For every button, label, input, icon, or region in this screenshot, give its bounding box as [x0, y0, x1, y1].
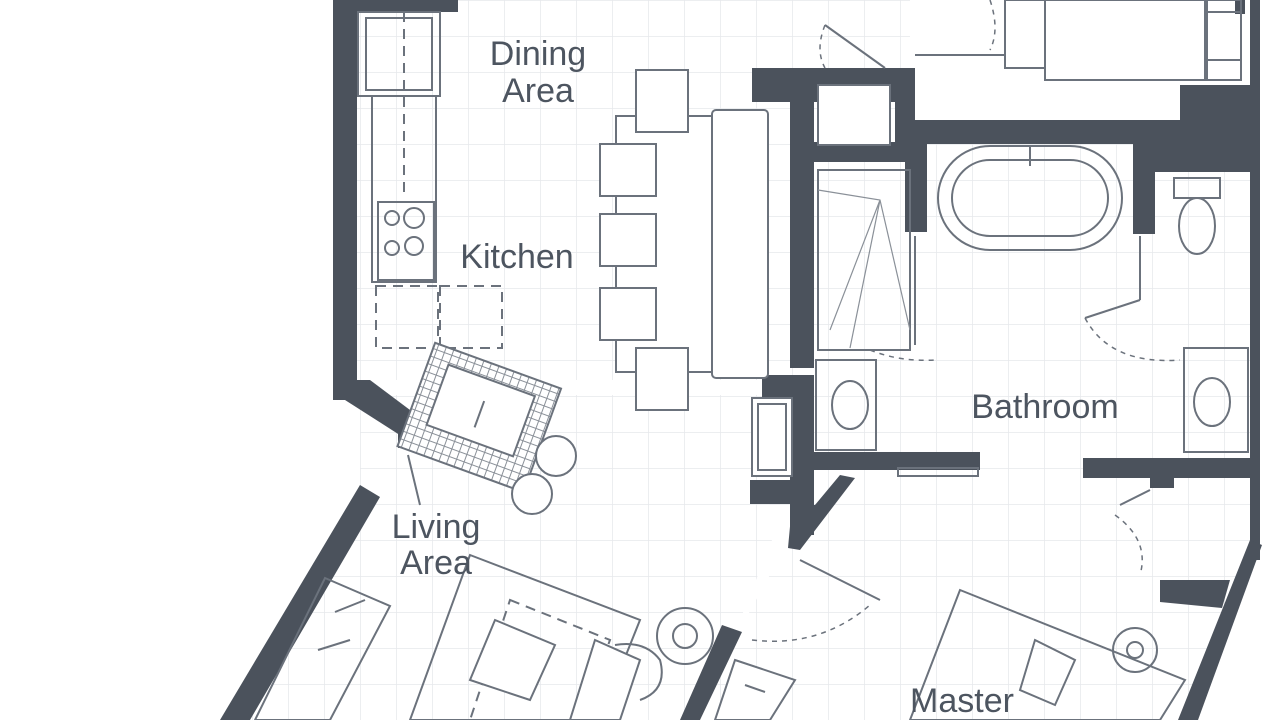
dining-area-label: Dining — [490, 35, 586, 73]
walls — [220, 0, 1262, 720]
living-label-pointer — [407, 454, 421, 506]
burner-icon — [384, 210, 400, 226]
kitchen-label: Kitchen — [460, 238, 573, 276]
toilet-icon — [1178, 197, 1216, 255]
vanity-right — [1183, 347, 1249, 453]
living-area-label-line2: Area — [400, 544, 472, 582]
dining-chair — [635, 69, 689, 133]
living-furniture — [253, 553, 797, 720]
kitchen-island — [396, 341, 563, 494]
sink-icon — [1193, 377, 1231, 427]
kitchen-counter — [357, 11, 503, 349]
side-table — [656, 607, 714, 665]
living-area-label: Living — [392, 508, 481, 546]
bathroom-label: Bathroom — [971, 388, 1118, 426]
bathroom-fixtures — [815, 145, 1249, 477]
dining-chair — [599, 213, 657, 267]
island-stools — [511, 435, 577, 515]
dining-chair — [599, 287, 657, 341]
master-label: Master — [910, 682, 1014, 720]
dining-chair — [599, 143, 657, 197]
vanity-left — [815, 359, 877, 451]
upper-bedroom-fixtures — [817, 0, 1242, 146]
dining-table — [599, 69, 793, 477]
master-fixtures — [751, 489, 1187, 720]
sink-icon — [831, 380, 869, 430]
dining-chair — [635, 347, 689, 411]
dining-area-label-line2: Area — [502, 72, 574, 110]
cooktop — [377, 201, 435, 281]
